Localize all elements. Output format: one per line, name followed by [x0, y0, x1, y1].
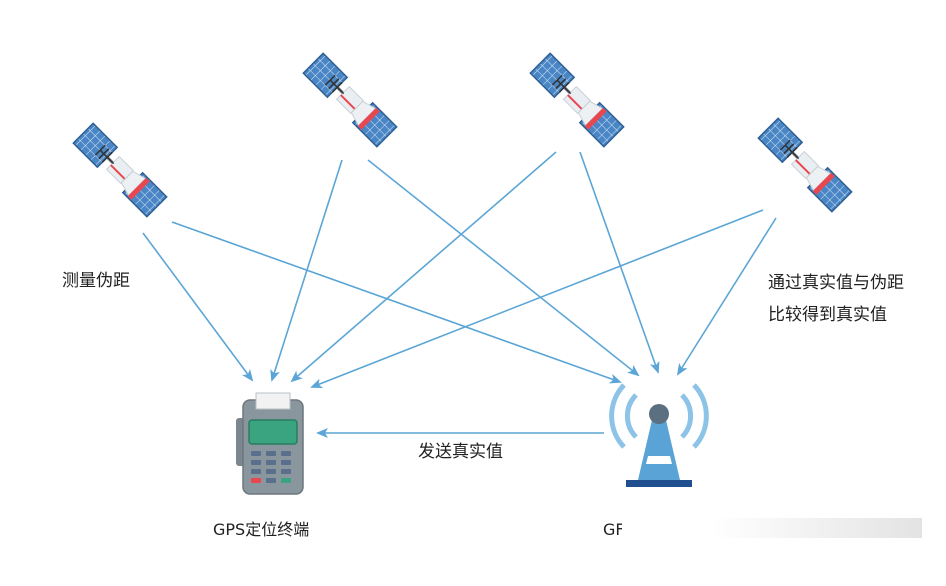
signal-tower-icon — [609, 383, 709, 487]
pos-terminal-icon — [236, 392, 304, 495]
arrow-sat1-terminal — [142, 232, 254, 382]
base-station-label: GF — [603, 520, 625, 539]
satellite-icon — [71, 121, 169, 219]
compare-label-line2: 比较得到真实值 — [768, 305, 887, 325]
arrow-sat4-terminal — [310, 209, 764, 389]
gps-terminal-label: GPS定位终端 — [213, 520, 310, 539]
satellite-icon — [756, 116, 854, 214]
satellite-icon — [528, 51, 626, 149]
compare-label-line1: 通过真实值与伪距 — [768, 273, 904, 293]
send-true-value-label: 发送真实值 — [418, 442, 503, 462]
arrow-sat3-terminal — [290, 151, 557, 383]
arrow-sat2-station — [367, 159, 640, 377]
arrow-sat2-terminal — [270, 159, 343, 382]
arrow-sat4-station — [676, 217, 777, 376]
arrow-sat3-station — [579, 151, 660, 374]
arrow-sat1-station — [171, 221, 622, 384]
satellite-icon — [301, 51, 399, 149]
measure-pseudorange-label: 测量伪距 — [62, 271, 130, 291]
signal-arrows — [142, 151, 777, 438]
overlay-fade-bar — [622, 518, 922, 538]
